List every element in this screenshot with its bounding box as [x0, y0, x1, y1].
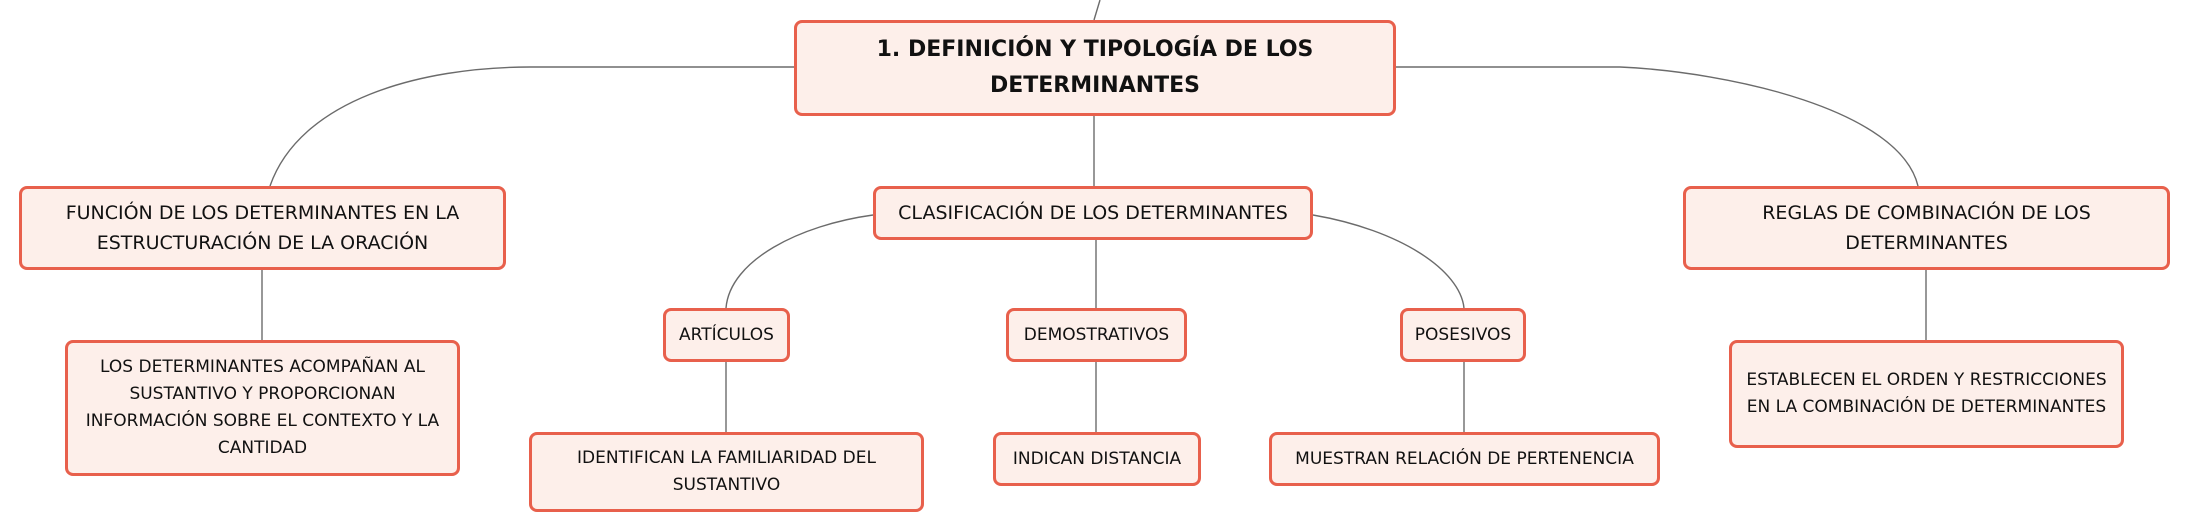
- connector-root-parent: [1093, 0, 1101, 21]
- subtopic-articulos-label: ARTÍCULOS: [679, 324, 774, 345]
- articulos-detail-text: IDENTIFICAN LA FAMILIARIDAD DEL SUSTANTI…: [577, 448, 876, 495]
- demostrativos-detail-node[interactable]: INDICAN DISTANCIA: [993, 432, 1201, 486]
- root-node[interactable]: 1. DEFINICIÓN Y TIPOLOGÍA DE LOS DETERMI…: [794, 20, 1396, 116]
- posesivos-detail-node[interactable]: MUESTRAN RELACIÓN DE PERTENENCIA: [1269, 432, 1660, 486]
- branch-reglas-label: REGLAS DE COMBINACIÓN DE LOS DETERMINANT…: [1762, 202, 2091, 254]
- branch-clasificacion-node[interactable]: CLASIFICACIÓN DE LOS DETERMINANTES: [873, 186, 1313, 240]
- posesivos-detail-text: MUESTRAN RELACIÓN DE PERTENENCIA: [1295, 448, 1634, 469]
- funcion-detail-node[interactable]: LOS DETERMINANTES ACOMPAÑAN AL SUSTANTIV…: [65, 340, 460, 476]
- subtopic-articulos-node[interactable]: ARTÍCULOS: [663, 308, 790, 362]
- branch-reglas-node[interactable]: REGLAS DE COMBINACIÓN DE LOS DETERMINANT…: [1683, 186, 2170, 270]
- demostrativos-detail-text: INDICAN DISTANCIA: [1012, 448, 1182, 469]
- branch-clasificacion-label: CLASIFICACIÓN DE LOS DETERMINANTES: [898, 202, 1288, 224]
- subtopic-posesivos-label: POSESIVOS: [1414, 324, 1512, 345]
- funcion-detail-text: LOS DETERMINANTES ACOMPAÑAN AL SUSTANTIV…: [85, 357, 440, 458]
- subtopic-demostrativos-node[interactable]: DEMOSTRATIVOS: [1006, 308, 1187, 362]
- branch-funcion-node[interactable]: FUNCIÓN DE LOS DETERMINANTES EN LA ESTRU…: [19, 186, 506, 270]
- reglas-detail-text: ESTABLECEN EL ORDEN Y RESTRICCIONES EN L…: [1746, 370, 2107, 417]
- articulos-detail-node[interactable]: IDENTIFICAN LA FAMILIARIDAD DEL SUSTANTI…: [529, 432, 924, 512]
- connector-root-funcion: [269, 66, 794, 187]
- connector-clasificacion-articulos: [725, 214, 874, 309]
- subtopic-posesivos-node[interactable]: POSESIVOS: [1400, 308, 1526, 362]
- reglas-detail-node[interactable]: ESTABLECEN EL ORDEN Y RESTRICCIONES EN L…: [1729, 340, 2124, 448]
- connector-root-reglas: [1396, 66, 1919, 187]
- root-node-label: 1. DEFINICIÓN Y TIPOLOGÍA DE LOS DETERMI…: [876, 37, 1314, 98]
- branch-funcion-label: FUNCIÓN DE LOS DETERMINANTES EN LA ESTRU…: [65, 202, 460, 254]
- connector-clasificacion-posesivos: [1312, 214, 1465, 309]
- subtopic-demostrativos-label: DEMOSTRATIVOS: [1023, 324, 1170, 345]
